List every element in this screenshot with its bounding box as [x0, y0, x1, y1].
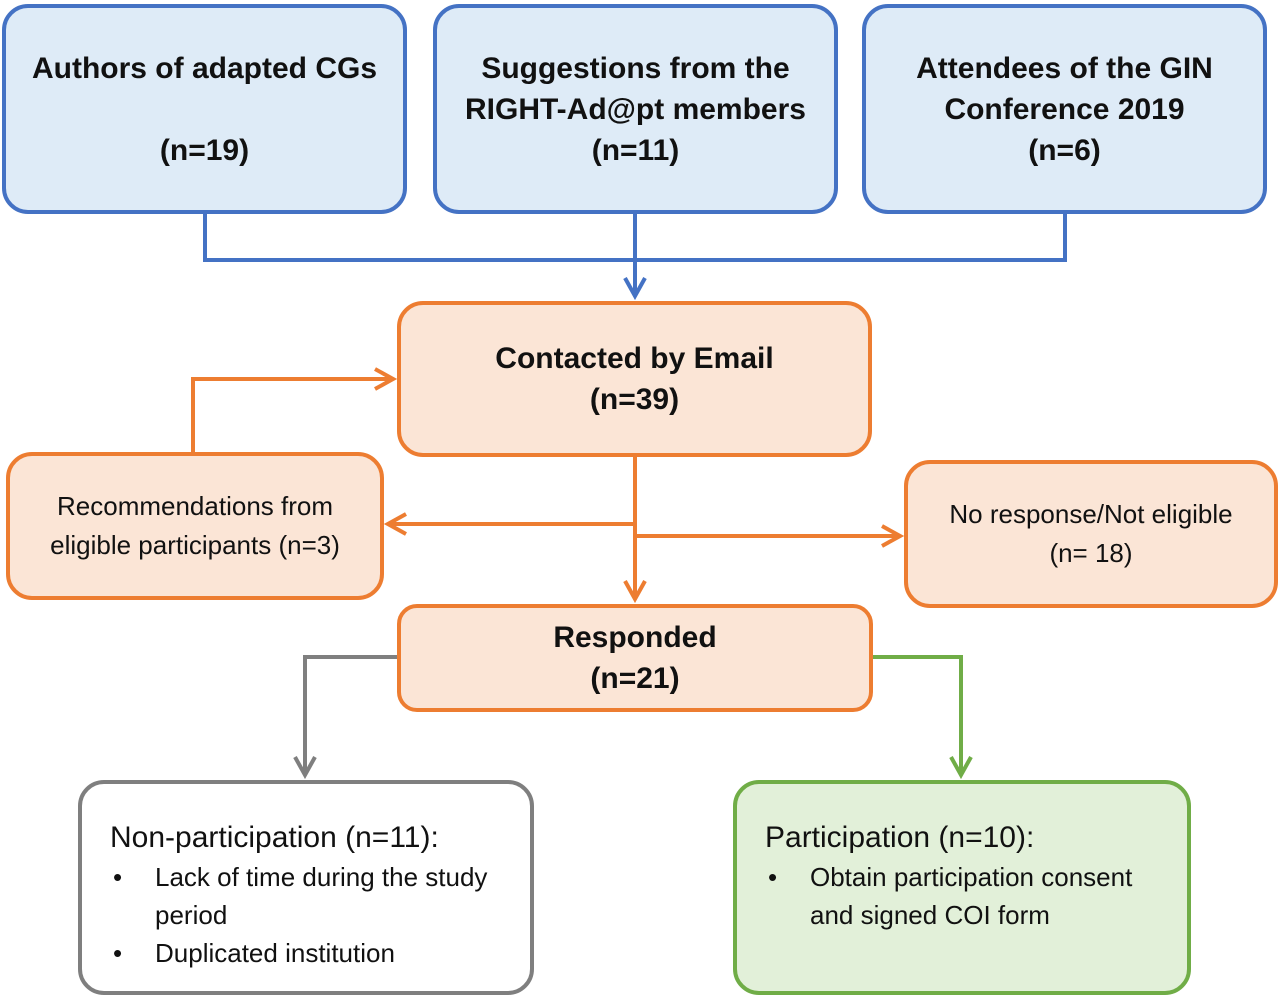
no-response-line1: No response/Not eligible: [949, 499, 1233, 529]
participation-steps: Obtain participation consent and signed …: [765, 858, 1175, 934]
list-item: Duplicated institution: [110, 934, 490, 972]
participation-title: Participation (n=10):: [765, 821, 1035, 854]
list-item: Lack of time during the study period: [110, 858, 490, 934]
recommendations-line2: eligible participants (n=3): [50, 530, 340, 560]
contacted-box: Contacted by Email (n=39): [397, 301, 872, 457]
responded-to-participation-arrow: [873, 655, 961, 775]
list-item: Obtain participation consent and signed …: [765, 858, 1175, 934]
contacted-title: Contacted by Email: [495, 342, 774, 375]
responded-to-non-participation-arrow: [305, 655, 397, 775]
source-count: (n=19): [159, 133, 250, 167]
recommendations-box: Recommendations from eligible participan…: [6, 452, 384, 600]
non-participation-reasons: Lack of time during the study period Dup…: [110, 858, 490, 972]
source-box-gin-attendees: Attendees of the GIN Conference 2019 (n=…: [862, 4, 1267, 214]
source-title: Authors of adapted CGs: [31, 51, 377, 85]
participation-box: Participation (n=10): Obtain participati…: [733, 780, 1191, 995]
responded-box: Responded (n=21): [397, 604, 873, 712]
source-title: Suggestions from the RIGHT-Ad@pt members: [465, 51, 806, 126]
sources-merge-line: [203, 212, 1067, 262]
source-box-authors: Authors of adapted CGs (n=19): [2, 4, 407, 214]
contacted-count: (n=39): [589, 383, 680, 416]
source-count: (n=11): [591, 133, 680, 167]
no-response-line2: (n= 18): [1049, 538, 1133, 568]
non-participation-box: Non-participation (n=11): Lack of time d…: [78, 780, 534, 995]
recommendations-line1: Recommendations from: [57, 491, 333, 521]
source-box-right-adapt: Suggestions from the RIGHT-Ad@pt members…: [433, 4, 838, 214]
no-response-box: No response/Not eligible (n= 18): [904, 460, 1278, 608]
source-count: (n=6): [1028, 133, 1101, 167]
non-participation-title: Non-participation (n=11):: [110, 821, 439, 854]
responded-count: (n=21): [590, 662, 680, 695]
responded-title: Responded: [553, 621, 717, 654]
source-title: Attendees of the GIN Conference 2019: [916, 51, 1213, 126]
recommendations-to-contacted-arrow: [191, 379, 393, 452]
